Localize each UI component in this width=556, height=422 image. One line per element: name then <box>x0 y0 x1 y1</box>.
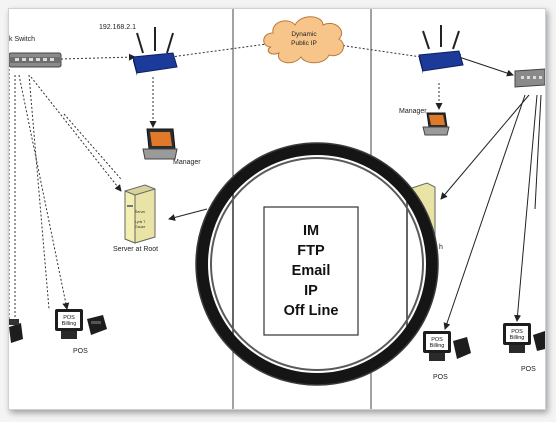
cloud-icon <box>263 16 344 64</box>
switch-pos-link-3 <box>28 74 50 310</box>
switch-pos-link <box>18 74 70 310</box>
lens-ring-outer <box>196 143 438 385</box>
network-switch-right <box>514 68 545 88</box>
pos-printer-icon-left-2 <box>87 315 107 335</box>
switch-left-label: k Switch <box>9 36 35 43</box>
router-left <box>132 27 178 76</box>
pos-far-right-label: POS <box>521 366 536 373</box>
cloud-label-line1: Dynamic <box>291 31 317 38</box>
switch-pos-right-link <box>443 94 526 330</box>
laptop-icon-right <box>422 112 450 136</box>
solid-connections <box>168 53 542 330</box>
server-front-label-3: Gauze <box>135 225 145 229</box>
pos-screen-line2-mid-right: Billing <box>430 343 445 349</box>
server-front-label-2: Lyris T <box>135 220 146 224</box>
pos-terminal-icon-left <box>55 309 83 339</box>
router-switch-right-link <box>453 53 514 77</box>
network-diagram: k Switch 192.168.2.1 Dynamic Public IP M… <box>9 9 545 409</box>
connections <box>9 43 443 319</box>
service-item-email: Email <box>292 263 331 279</box>
service-item-offline: Off Line <box>284 303 339 319</box>
pos-screen-line1-mid-right: POS <box>431 337 443 343</box>
lens-ring-inner <box>210 157 424 371</box>
server-caption: Server at Root <box>113 246 158 253</box>
switch-edge-link <box>534 94 542 210</box>
switch-server-right-link <box>440 94 530 200</box>
service-item-im: IM <box>303 223 319 239</box>
network-switch-left <box>9 52 62 68</box>
pos-printer-icon-left <box>9 319 23 343</box>
magnifier-lens <box>195 142 439 386</box>
pos-screen-line1-left: POS <box>63 315 75 321</box>
lens-ring-edge <box>195 142 439 386</box>
pos-mid-right-label: POS <box>433 374 448 381</box>
router-cloud-link <box>170 43 268 58</box>
lens-server-link <box>168 208 208 221</box>
router-right <box>418 25 464 74</box>
pos-left-label: POS <box>73 348 88 355</box>
switch-server-link-2 <box>63 113 122 180</box>
manager-left-label: Manager <box>173 159 201 166</box>
cloud-router-right-link <box>338 44 422 58</box>
pos-screen-line1-far-right: POS <box>511 329 523 335</box>
pos-screen-line2-left: Billing <box>62 321 77 327</box>
services-list: IM FTP Email IP Off Line <box>284 223 339 319</box>
service-item-ftp: FTP <box>297 243 325 259</box>
pos-terminal-icon-far-right <box>503 323 545 353</box>
pos-terminal-icon-mid-right <box>423 331 471 361</box>
diagram-frame: k Switch 192.168.2.1 Dynamic Public IP M… <box>8 8 546 410</box>
services-box <box>263 206 359 336</box>
switch-server-link <box>30 76 122 192</box>
service-item-ip: IP <box>304 283 318 299</box>
router-ip-label: 192.168.2.1 <box>99 24 136 31</box>
manager-right-label: Manager <box>399 108 427 115</box>
laptop-icon-left <box>142 128 178 160</box>
partial-right-label: h <box>439 244 443 251</box>
pos-screen-line2-far-right: Billing <box>510 335 525 341</box>
server-icon <box>124 184 156 244</box>
cloud-label-line2: Public IP <box>291 40 317 47</box>
switch-router-link <box>60 53 136 61</box>
server-front-label-1: Server <box>135 210 146 214</box>
switch-pos-far-right-link <box>514 94 538 322</box>
